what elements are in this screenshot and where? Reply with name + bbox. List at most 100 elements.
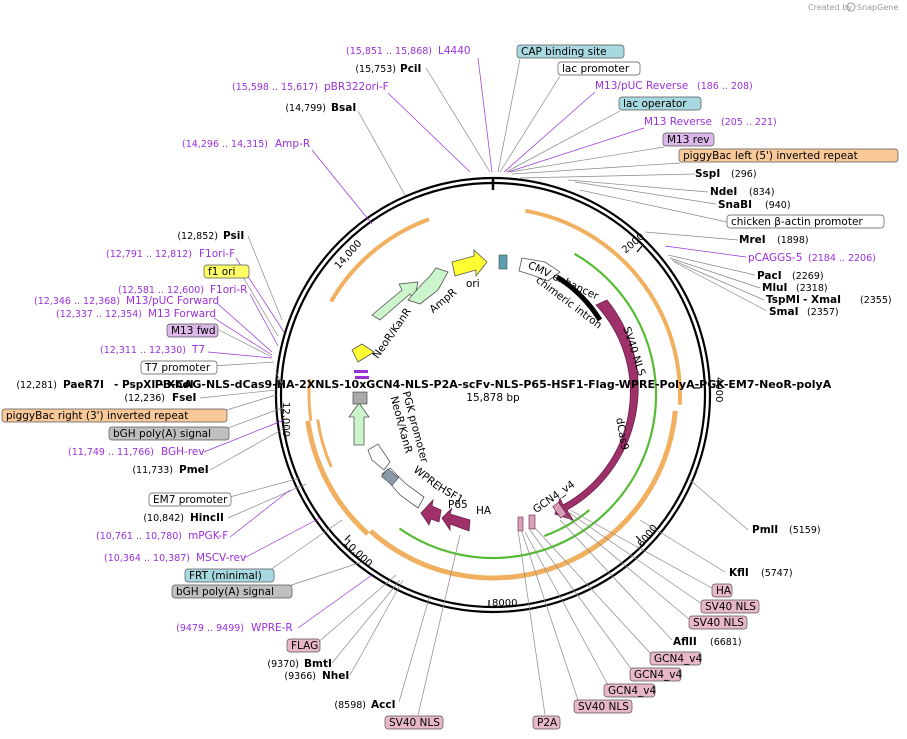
cap-binding-site-label: CAP binding site xyxy=(521,46,607,58)
tspmi-position: (2355) xyxy=(860,295,892,306)
t7-promoter-label: T7 promoter xyxy=(144,362,211,374)
aflii-position: (6681) xyxy=(710,637,742,648)
leader-pcaggs xyxy=(664,245,747,258)
smai-position: (2357) xyxy=(807,307,839,318)
pcii-name: PciI xyxy=(400,63,421,75)
leader-nhei xyxy=(349,579,404,676)
p2a-label-box xyxy=(532,715,561,730)
leader-ndei xyxy=(567,179,709,193)
ampr-primer-name: Amp-R xyxy=(275,138,310,150)
frt-minimal-label-box xyxy=(184,568,275,583)
gcn4-label-c: GCN4_v4 xyxy=(654,653,702,665)
leader-kfli xyxy=(639,519,726,573)
bgh-polya-label-1-box xyxy=(108,426,230,441)
paer7i-position: (12,281) xyxy=(16,380,57,391)
leader-l4440 xyxy=(477,57,493,173)
bgh-polya-label-2: bGH poly(A) signal xyxy=(176,586,274,598)
leader-lacop xyxy=(505,110,621,173)
p65-label: P65 xyxy=(448,499,468,511)
leader-m13rev xyxy=(509,146,665,173)
em7-promoter-label: EM7 promoter xyxy=(153,494,228,506)
tspmi-name: TspMI xyxy=(766,294,800,306)
orange-arc-right-2 xyxy=(368,410,678,581)
pmli-position: (5159) xyxy=(789,525,821,536)
leader-hincii xyxy=(227,483,307,519)
ha-label: HA xyxy=(476,505,492,517)
m13puc-fwd-name: M13/pUC Forward xyxy=(126,295,219,307)
bsai-position: (14,799) xyxy=(285,103,326,114)
ndei-name: NdeI xyxy=(710,186,737,198)
wprer-position: (9479 .. 9499) xyxy=(176,623,244,634)
leader-p2a xyxy=(517,529,546,716)
piggybac-right-label-box xyxy=(1,408,228,423)
leader-m13fwd xyxy=(218,329,273,358)
f1-ori-label: f1 ori xyxy=(208,266,235,278)
ndei-position: (834) xyxy=(749,187,775,198)
kfli-position: (5747) xyxy=(761,568,793,579)
bghrev-name: BGH-rev xyxy=(161,446,205,458)
tick-4000: 4000 xyxy=(713,377,724,402)
f1orir-position: (12,581 .. 12,600) xyxy=(118,285,204,296)
chicken-actin-promoter-label: chicken β-actin promoter xyxy=(731,216,863,228)
piggybac-left-label: piggyBac left (5') inverted repeat xyxy=(683,150,858,162)
pcaggs-position: (2184 .. 2206) xyxy=(808,253,876,264)
leader-aflii xyxy=(559,519,673,641)
leader-fsei xyxy=(199,389,277,399)
paer7i-extra: - PspXI - XhoI xyxy=(114,379,194,391)
leader-pbr322 xyxy=(387,92,471,173)
leader-snabi xyxy=(574,181,717,205)
leader-t7prom xyxy=(212,361,275,367)
aflii-name: AflII xyxy=(673,636,697,648)
lac-operator-label-box xyxy=(618,96,702,111)
m13-fwd-primer-name: M13 Forward xyxy=(148,308,216,320)
orange-arc-left-inner xyxy=(316,419,333,468)
bgh-polya-label-1: bGH poly(A) signal xyxy=(113,428,211,440)
sspi-position: (296) xyxy=(731,169,757,180)
hincii-position: (10,842) xyxy=(143,513,184,524)
chicken-actin-promoter-label-box xyxy=(726,214,885,229)
hsf1-arrow xyxy=(420,498,442,526)
gcn4-label-c-box xyxy=(649,651,702,666)
paci-position: (2269) xyxy=(792,271,824,282)
leader-lacprom xyxy=(499,75,561,173)
primer-mark-1 xyxy=(354,370,368,373)
pmli-name: PmlI xyxy=(752,524,778,536)
pmei-position: (11,733) xyxy=(132,465,173,476)
pcaggs-name: pCAGGS-5 xyxy=(748,252,802,264)
orange-arc-left-top xyxy=(329,217,430,303)
pmei-name: PmeI xyxy=(179,464,209,476)
l4440-position: (15,851 .. 15,868) xyxy=(346,46,432,57)
mrei-position: (1898) xyxy=(777,235,809,246)
sv40-nls-r1-label-box xyxy=(688,615,748,630)
ampr-arrow xyxy=(407,267,449,305)
gcn4-block-1 xyxy=(552,502,567,519)
gcn4-block-3 xyxy=(517,516,524,532)
leader-bmti xyxy=(331,579,401,664)
snapgene-logo-icon xyxy=(846,2,856,12)
ori-label: ori xyxy=(466,278,480,290)
leader-pmei xyxy=(209,424,291,471)
leader-flag xyxy=(314,574,397,646)
snabi-name: SnaBI xyxy=(718,199,752,211)
leader-gcn4-c xyxy=(534,527,653,656)
sv40-nls-bottom-label: SV40 NLS xyxy=(389,717,440,729)
leader-tspmi xyxy=(671,259,765,301)
m13-fwd-label: M13 fwd xyxy=(171,325,216,337)
mrei-name: MreI xyxy=(739,234,766,246)
smai-name: SmaI xyxy=(769,306,799,318)
wpre-block xyxy=(381,468,399,486)
leader-mscv xyxy=(243,517,321,559)
leader-mrei xyxy=(644,231,739,241)
leader-mlui xyxy=(669,257,761,289)
leader-m13puc-rev xyxy=(503,91,596,173)
credit-brand: SnapGene xyxy=(857,3,898,12)
f1orir-name: F1ori-R xyxy=(210,284,247,296)
psii-name: PsiI xyxy=(223,230,244,242)
bmti-name: BmtI xyxy=(304,658,332,670)
frt-minimal-label: FRT (minimal) xyxy=(189,570,262,582)
l4440-name: L4440 xyxy=(438,45,471,57)
orange-arc-left-bottom xyxy=(305,420,370,536)
flag-label: FLAG xyxy=(291,640,318,652)
t7-promoter-label-box xyxy=(140,360,218,375)
